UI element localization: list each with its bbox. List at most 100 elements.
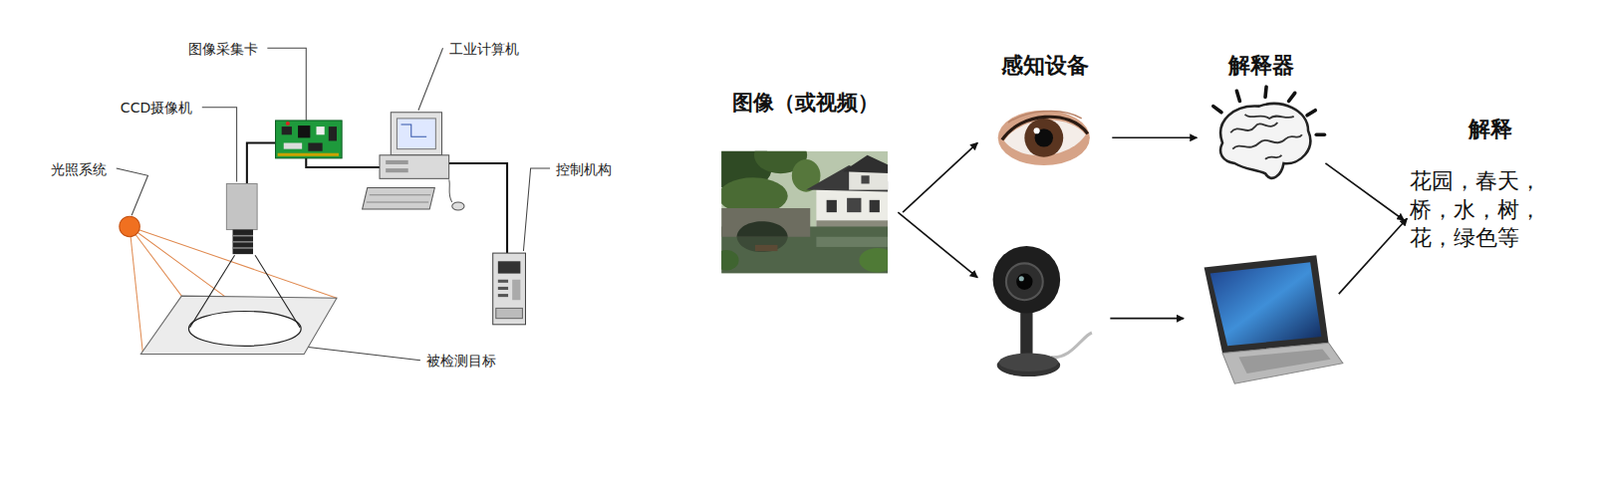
brain-picture — [1213, 86, 1326, 179]
capture-card — [307, 142, 322, 151]
camera-picture — [1019, 275, 1025, 281]
view-cone — [190, 255, 301, 328]
capture-card — [283, 142, 302, 149]
capture-card — [275, 120, 343, 159]
ccd-camera — [226, 183, 258, 255]
scene-photo — [736, 237, 788, 253]
ccd-camera — [233, 247, 254, 250]
sensor-node: 感知设备 — [979, 50, 1110, 171]
camera-picture — [1020, 305, 1033, 359]
flow-arrow — [1109, 317, 1184, 320]
node-heading: 解释 — [1405, 115, 1575, 145]
laptop-picture — [1204, 255, 1330, 353]
control-unit — [493, 253, 527, 325]
capture-card — [316, 126, 325, 135]
scene-photo — [815, 186, 888, 232]
view-cone — [255, 255, 300, 328]
control-unit — [498, 279, 509, 283]
brain-picture — [1230, 114, 1303, 160]
flow-arrow — [902, 142, 978, 213]
light-ray — [129, 226, 337, 298]
eye-picture — [1008, 110, 1082, 123]
signal-wire — [305, 158, 380, 168]
leader-line — [116, 168, 149, 216]
scene-photo — [826, 200, 837, 213]
brain-picture — [1236, 90, 1240, 101]
target-plate — [140, 295, 337, 354]
part-label: 图像采集卡 — [188, 38, 259, 59]
eye-picture — [1024, 118, 1064, 158]
flow-arrow — [1325, 163, 1404, 221]
node-body: 花园，春天， 桥，水，树， 花，绿色等 — [1405, 167, 1556, 254]
ccd-camera — [233, 230, 254, 256]
image-node: 图像（或视频） — [709, 86, 901, 279]
flow-arrow — [897, 212, 1407, 319]
node-heading: 解释器 — [1198, 51, 1324, 81]
control-unit — [512, 279, 521, 300]
signal-wire — [247, 142, 276, 184]
control-unit — [496, 307, 524, 318]
capture-card — [328, 126, 337, 141]
industrial-computer — [452, 202, 465, 211]
leader-line — [523, 168, 550, 252]
scene-photo — [842, 155, 888, 174]
industrial-computer — [449, 179, 453, 203]
scene-photo — [721, 151, 888, 274]
scene-photo — [815, 237, 888, 248]
industrial-computer — [401, 124, 428, 137]
leader-line — [418, 47, 444, 110]
light-source — [119, 216, 140, 237]
eye-picture — [998, 110, 1090, 166]
camera-picture — [993, 246, 1062, 314]
industrial-computer — [362, 112, 465, 211]
leader-line — [116, 47, 550, 360]
interpreter-node: 解释器 — [1198, 50, 1324, 187]
control-unit — [498, 261, 522, 273]
capture-card — [277, 153, 339, 157]
part-label: 被检测目标 — [426, 350, 497, 371]
control-unit — [493, 253, 527, 325]
view-cone — [190, 255, 236, 328]
brain-picture — [1230, 122, 1278, 133]
brain-picture — [1316, 133, 1325, 138]
camera-picture — [993, 246, 1092, 377]
leader-line — [305, 346, 421, 360]
industrial-computer — [396, 118, 436, 150]
capture-card — [281, 126, 292, 135]
target-plate — [188, 310, 301, 346]
industrial-computer — [362, 188, 436, 211]
scene-photo — [755, 245, 779, 252]
brain-picture — [1232, 134, 1303, 149]
signal-wire — [247, 142, 508, 254]
industrial-computer — [379, 155, 450, 180]
ccd-camera — [233, 235, 254, 238]
industrial-computer — [385, 168, 409, 173]
laptop-picture — [1204, 255, 1343, 384]
laptop-picture — [1222, 342, 1343, 384]
part-label: CCD摄像机 — [120, 97, 193, 118]
scene-photo — [858, 248, 888, 273]
camera-picture — [999, 352, 1059, 371]
camera-picture — [1051, 332, 1092, 358]
eye-picture — [998, 110, 1090, 166]
part-label: 光照系统 — [50, 159, 107, 180]
signal-wire — [449, 163, 508, 254]
scene-photo — [869, 200, 880, 213]
eye-picture — [1002, 116, 1088, 140]
flow-arrow — [1338, 218, 1408, 294]
node-heading: 感知设备 — [979, 51, 1110, 81]
scene-photo — [860, 175, 869, 184]
part-label: 控制机构 — [555, 159, 612, 180]
flow-arrow — [1111, 136, 1197, 139]
interpretation-node: 解释花园，春天， 桥，水，树， 花，绿色等 — [1405, 114, 1575, 264]
light-ray — [129, 226, 182, 296]
ccd-camera — [226, 183, 258, 230]
eye-picture — [1034, 127, 1041, 134]
node-heading: 图像（或视频） — [709, 89, 901, 117]
brain-picture — [1213, 106, 1222, 113]
brain-picture — [1265, 155, 1282, 160]
brain-picture — [1220, 103, 1311, 179]
leader-line — [266, 47, 306, 121]
industrial-computer — [385, 160, 409, 165]
brain-picture — [1245, 114, 1295, 119]
